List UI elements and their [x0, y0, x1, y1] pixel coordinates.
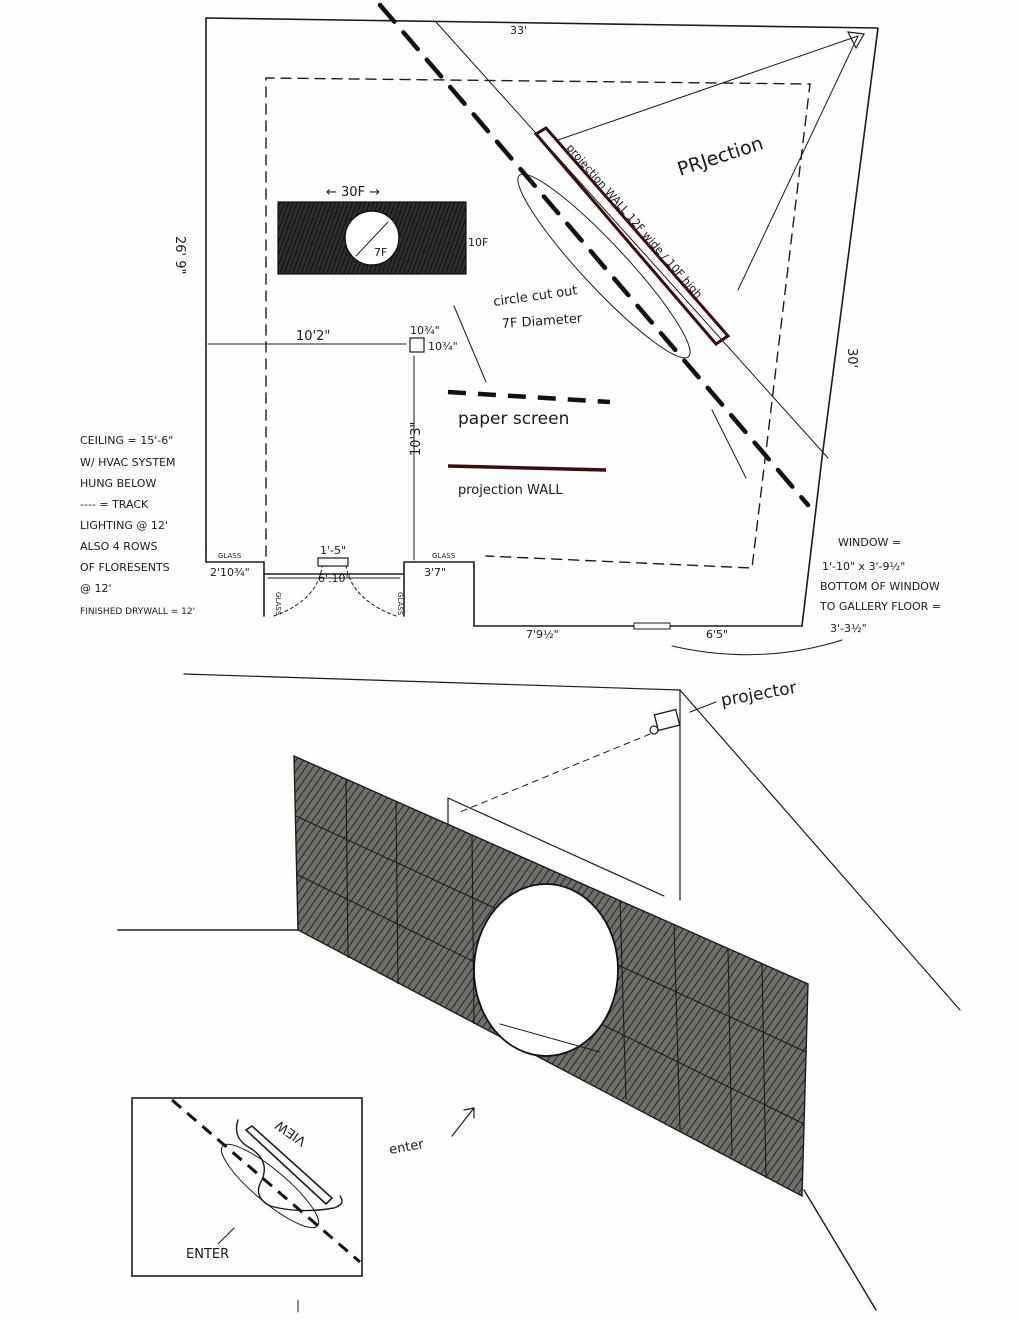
left-depth: 26' 9"	[172, 236, 187, 275]
door-header	[317, 557, 349, 567]
inset-wall	[244, 1124, 334, 1206]
top-width: 33'	[510, 24, 527, 37]
floor-plan: 7F ← 30F → 10F 10'2" 10¾" 10¾" 10'3" 1'-…	[172, 2, 879, 641]
enter-label: enter	[388, 1137, 425, 1158]
right-wall-lower	[801, 457, 823, 627]
perspective-circle-cutout	[473, 883, 619, 1057]
enter-arrow	[451, 1107, 475, 1137]
dim-7-9: 7'9½"	[526, 628, 559, 641]
ceiling-note-line: OF FLORESENTS	[80, 561, 170, 574]
ceiling-note-line: ---- = TRACK	[80, 498, 149, 511]
plan-wall-circle	[344, 210, 400, 266]
inner-frame-line	[499, 1023, 601, 1053]
door-swing-right	[345, 565, 397, 617]
enter-arrow-head	[463, 1107, 475, 1119]
inset-enter-label: ENTER	[186, 1247, 229, 1262]
ceiling-note-line: CEILING = 15'-6"	[80, 434, 173, 447]
projection-beam	[459, 733, 651, 813]
window-note-line: TO GALLERY FLOOR =	[819, 600, 941, 613]
ceiling-line-right	[679, 689, 961, 1011]
floor-line-right	[803, 1189, 877, 1311]
projector-arrowhead	[846, 31, 865, 50]
right-depth: 30'	[844, 348, 859, 368]
inset-diagonal	[171, 1098, 361, 1264]
window-note-line: BOTTOM OF WINDOW	[820, 580, 940, 593]
projector-label: projector	[719, 678, 798, 711]
door-swing-left	[273, 565, 323, 617]
inset-circle	[220, 1143, 320, 1229]
inset-path-arrow	[235, 1119, 343, 1212]
inset-plan: VIEW ENTER	[131, 1097, 363, 1277]
pointer-arrow	[453, 305, 487, 383]
window-note-line: WINDOW =	[838, 536, 901, 549]
track-lighting	[265, 77, 811, 569]
dim-10-2: 10'2"	[296, 329, 330, 344]
glass-label-1: GLASS	[218, 552, 242, 560]
dim-10-3: 10'3"	[409, 422, 424, 456]
dim-2-10: 2'10¾"	[210, 566, 250, 579]
inset-frame	[131, 1097, 363, 1277]
curve-arrow	[711, 409, 747, 479]
projection-label: PRJection	[675, 132, 766, 180]
outer-wall	[205, 17, 879, 551]
column-post	[409, 337, 425, 353]
ceiling-note-line: ALSO 4 ROWS	[80, 540, 157, 553]
projector-lens	[649, 725, 659, 735]
legend-paper-swatch	[447, 389, 611, 405]
circle-note-2: 7F Diameter	[501, 311, 583, 332]
post-depth: 10¾"	[428, 340, 458, 353]
dim-6-5: 6'5"	[706, 628, 728, 641]
projector-pointer	[689, 701, 717, 713]
inset-enter-arrow	[217, 1227, 235, 1245]
window-note: WINDOW = 1'-10" x 3'-9½" BOTTOM OF WINDO…	[671, 536, 941, 656]
post-width: 10¾"	[410, 324, 440, 337]
projection-path-line	[435, 21, 829, 459]
perspective-view: projector enter	[117, 673, 961, 1311]
legend-paper-label: paper screen	[458, 409, 569, 429]
ceiling-line-left	[183, 673, 681, 691]
window-pointer	[671, 639, 843, 656]
ceiling-note-line: @ 12'	[80, 582, 112, 595]
ceiling-note-line: LIGHTING @ 12'	[80, 519, 168, 532]
paper-screen-diagonal	[377, 2, 811, 508]
entry-wall-right	[403, 561, 475, 617]
window-note-line: 1'-10" x 3'-9½"	[822, 560, 905, 573]
ceiling-note-line: FINISHED DRYWALL = 12'	[80, 607, 195, 617]
dim-6-10: 6'.10"	[318, 572, 351, 585]
window-note-line: 3'-3½"	[830, 622, 867, 635]
legend-wall-swatch	[447, 464, 607, 472]
glass-label-3: GLASS	[274, 592, 282, 616]
inset-view-label: VIEW	[273, 1117, 309, 1149]
plan-circle-cutout	[517, 173, 691, 359]
ceiling-note-line: W/ HVAC SYSTEM	[80, 456, 176, 469]
projection-wall-bar	[533, 126, 731, 346]
glass-label-4: GLASS	[396, 592, 404, 616]
circle-note-1: circle cut out	[492, 283, 578, 310]
dim-3-7: 3'7"	[424, 566, 446, 579]
circle-diameter-label: 7F	[374, 246, 387, 259]
wall-width-label: ← 30F →	[326, 185, 380, 200]
ceiling-note: CEILING = 15'-6" W/ HVAC SYSTEM HUNG BEL…	[80, 434, 195, 617]
dim-1-5: 1'-5"	[320, 544, 346, 557]
entry-wall-left	[205, 549, 265, 617]
window-mark	[633, 622, 671, 630]
wall-height-label: 10F	[468, 236, 488, 249]
legend-wall-label: projection WALL	[458, 483, 563, 498]
ceiling-note-line: HUNG BELOW	[80, 477, 156, 490]
circle-diameter-line	[355, 221, 389, 257]
projector-box	[653, 708, 681, 732]
glass-label-2: GLASS	[432, 552, 456, 560]
projection-cone	[557, 35, 859, 291]
